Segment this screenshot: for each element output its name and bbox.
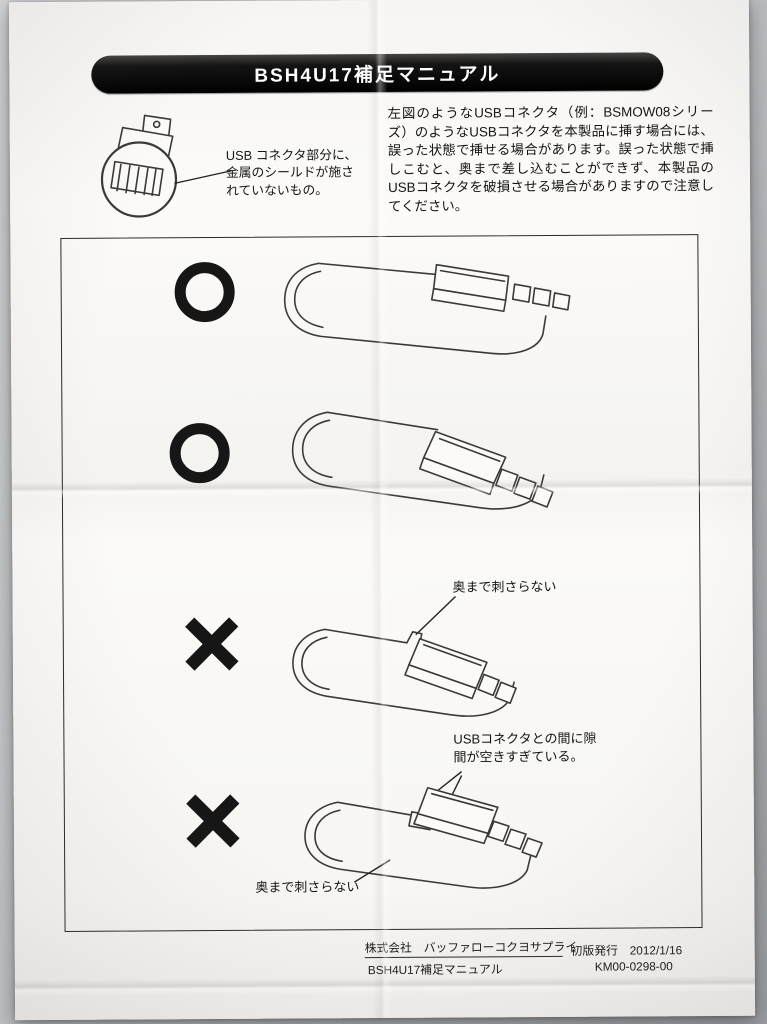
- paper-sheet: BSH4U17補足マニュアル USB コネクタ部分に、金属のシールドが施されてい…: [8, 0, 756, 1021]
- page-title: BSH4U17補足マニュアル: [254, 63, 501, 87]
- illustration-wrong-2: [304, 786, 543, 889]
- row4-bottom-leader-line: [353, 859, 391, 883]
- illustration-wrong-1: [292, 628, 517, 717]
- title-banner: BSH4U17補足マニュアル: [91, 52, 664, 94]
- correct-circle-icon-2: [169, 422, 230, 484]
- wrong-cross-icon-1: [185, 617, 239, 671]
- footer-divider: [364, 955, 563, 959]
- illustration-correct-2: [291, 411, 554, 510]
- wrong-cross-icon-2: [186, 794, 240, 848]
- row3-leader-line: [415, 596, 457, 636]
- footer-code: KM00-0298-00: [594, 959, 673, 974]
- illustration-correct-1: [283, 262, 571, 355]
- footer-doc-title: BSH4U17補足マニュアル: [367, 962, 503, 978]
- correct-circle-icon-1: [174, 261, 235, 323]
- intro-paragraph: 左図のようなUSBコネクタ（例：BSMOW08シリーズ）のようなUSBコネクタを…: [387, 103, 715, 214]
- row4-label-bottom: 奥まで刺さらない: [255, 879, 360, 895]
- footer-edition: 初版発行 2012/1/16: [570, 943, 683, 958]
- bottom-fold-crease: [14, 975, 755, 997]
- row3-label: 奥まで刺さらない: [452, 578, 557, 595]
- connector-note: USB コネクタ部分に、金属のシールドが施されていないもの。: [225, 147, 358, 198]
- footer-company: 株式会社 バッファローコクヨサプライ: [364, 939, 578, 956]
- usb-connector-illustration: [100, 114, 232, 218]
